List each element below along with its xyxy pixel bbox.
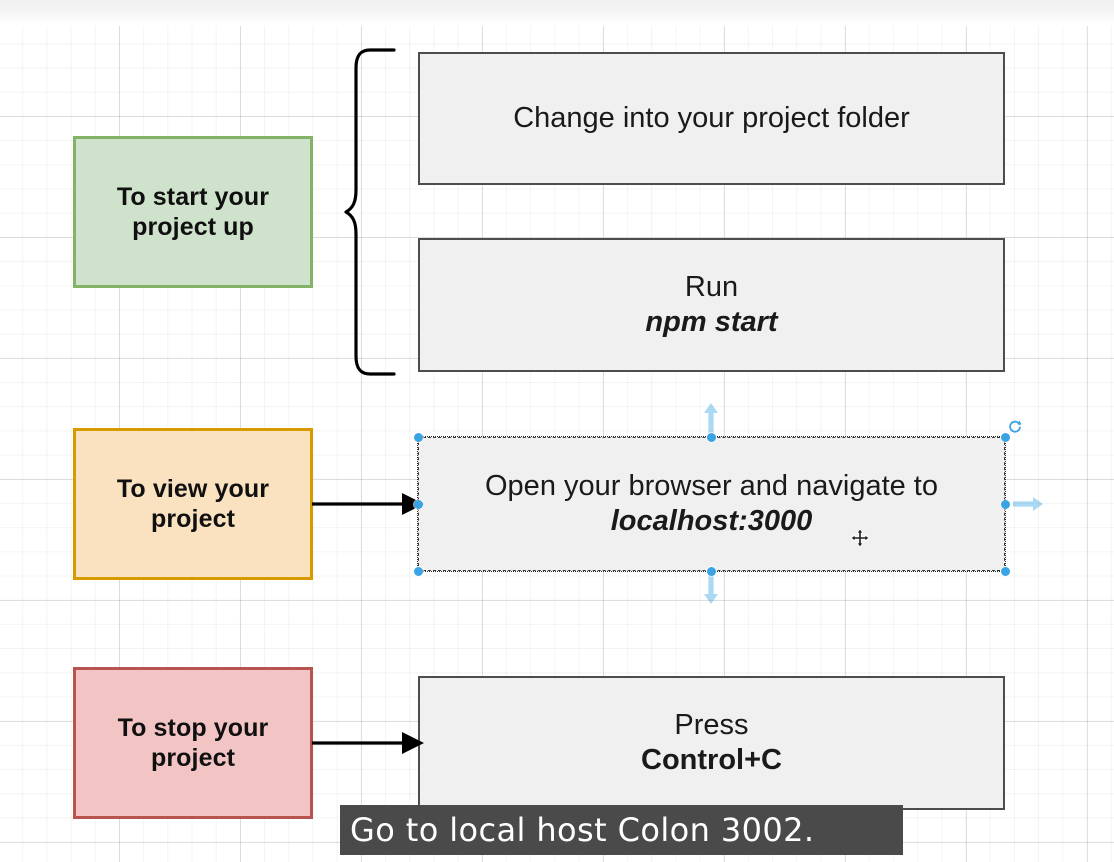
node-run-text: Run npm start bbox=[645, 270, 777, 341]
node-start-your-project-up[interactable]: To start your project up bbox=[73, 136, 313, 288]
connector-view-to-open-browser[interactable] bbox=[310, 488, 426, 520]
node-stop-your-project[interactable]: To stop your project bbox=[73, 667, 313, 819]
node-view-label: To view your project bbox=[117, 474, 269, 535]
node-open-browser-navigate[interactable]: Open your browser and navigate to localh… bbox=[417, 436, 1006, 572]
selection-handle-top-right[interactable] bbox=[1000, 432, 1010, 442]
selection-handle-top-center[interactable] bbox=[707, 432, 716, 442]
node-start-label-line2: project up bbox=[132, 213, 254, 241]
node-stop-label-line1: To stop your bbox=[117, 713, 269, 742]
curly-brace-connector bbox=[344, 48, 396, 376]
node-start-label-line1: To start your bbox=[116, 182, 270, 211]
node-open-browser-line1: Open your browser and navigate to bbox=[485, 469, 938, 502]
canvas-top-shade bbox=[0, 0, 1114, 26]
node-press-control-c[interactable]: Press Control+C bbox=[418, 676, 1005, 810]
selection-handle-bottom-center[interactable] bbox=[707, 566, 716, 576]
node-stop-label-line2: project bbox=[150, 744, 236, 772]
node-stop-label: To stop your project bbox=[118, 713, 269, 774]
selection-handle-top-left[interactable] bbox=[413, 432, 423, 442]
selection-handle-middle-left[interactable] bbox=[413, 499, 423, 509]
node-stop-step-shortcut: Control+C bbox=[641, 744, 782, 776]
node-run-line1: Run bbox=[684, 270, 739, 303]
direction-arrow-right-icon[interactable] bbox=[1012, 495, 1044, 513]
node-stop-step-line1: Press bbox=[674, 708, 749, 741]
node-view-label-line1: To view your bbox=[116, 474, 270, 503]
node-view-your-project[interactable]: To view your project bbox=[73, 428, 313, 580]
caption-text: Go to local host Colon 3002. bbox=[350, 811, 815, 849]
direction-arrow-down-icon[interactable] bbox=[702, 573, 720, 605]
selection-handle-bottom-left[interactable] bbox=[413, 566, 423, 576]
node-view-label-line2: project bbox=[150, 505, 236, 533]
node-change-folder-text: Change into your project folder bbox=[513, 101, 910, 134]
node-start-label: To start your project up bbox=[117, 182, 269, 243]
caption-overlay: Go to local host Colon 3002. bbox=[340, 805, 903, 855]
move-crosshair-cursor bbox=[850, 528, 870, 548]
node-change-into-project-folder[interactable]: Change into your project folder bbox=[418, 52, 1005, 185]
node-open-browser-url: localhost:3000 bbox=[610, 505, 813, 537]
node-run-command: npm start bbox=[645, 306, 778, 338]
node-open-browser-text: Open your browser and navigate to localh… bbox=[485, 469, 938, 540]
node-run-npm-start[interactable]: Run npm start bbox=[418, 238, 1005, 372]
selection-handle-middle-right[interactable] bbox=[1000, 499, 1010, 509]
direction-arrow-up-icon[interactable] bbox=[702, 402, 720, 434]
node-stop-step-text: Press Control+C bbox=[641, 708, 782, 779]
selection-handle-bottom-right[interactable] bbox=[1000, 566, 1010, 576]
rotate-icon[interactable] bbox=[1007, 419, 1023, 435]
connector-stop-to-press-control-c[interactable] bbox=[310, 727, 426, 759]
